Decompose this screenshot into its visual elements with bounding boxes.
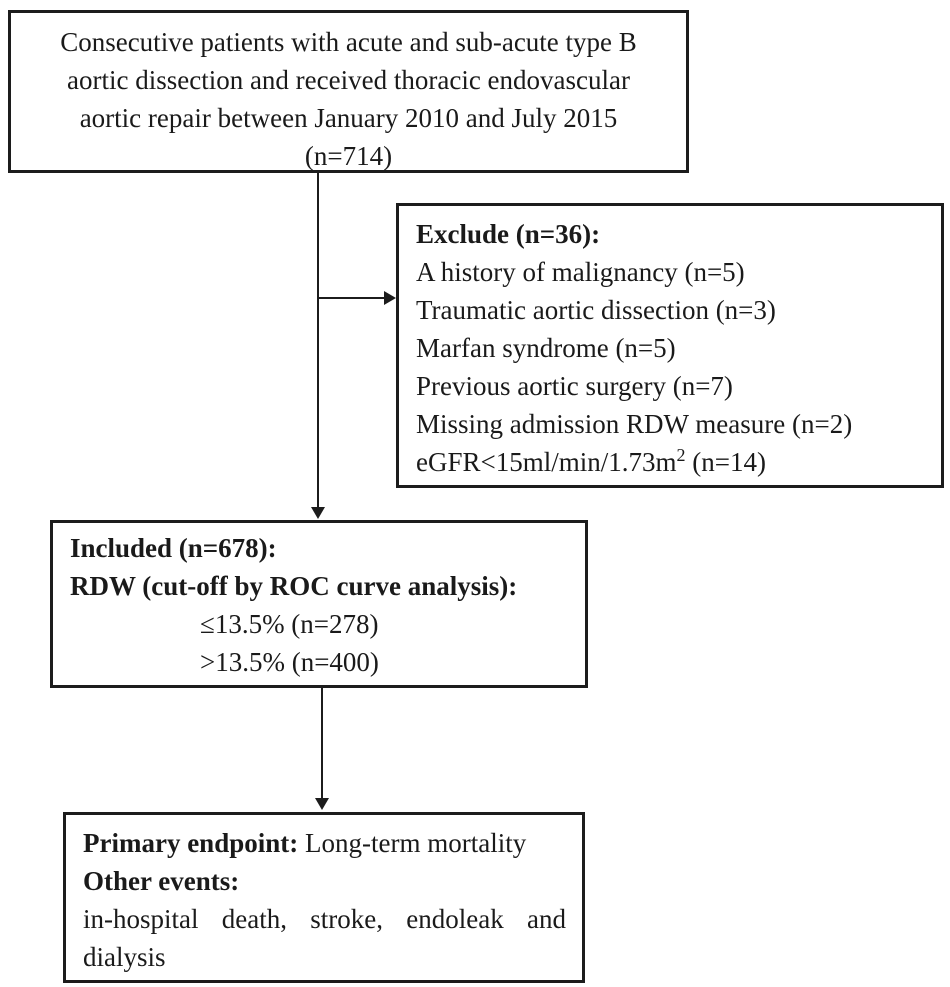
included-rdw-high: >13.5% (n=400): [200, 647, 379, 677]
included-title: Included (n=678):: [70, 533, 277, 563]
arrowhead-down-icon: [311, 507, 325, 519]
other-events-label: Other events:: [83, 866, 240, 896]
primary-endpoint-line: Primary endpoint: Long-term mortality: [83, 824, 566, 862]
exclude-item: Missing admission RDW measure (n=2): [416, 409, 853, 439]
box-consecutive-patients: Consecutive patients with acute and sub-…: [8, 10, 689, 173]
box-exclude: Exclude (n=36): A history of malignancy …: [396, 203, 944, 488]
exclude-item: Previous aortic surgery (n=7): [416, 371, 733, 401]
connector-exclude-branch: [318, 297, 385, 299]
patients-line-2: aortic dissection and received thoracic …: [67, 65, 630, 95]
included-subtitle: RDW (cut-off by ROC curve analysis):: [70, 571, 518, 601]
box-endpoints: Primary endpoint: Long-term mortality Ot…: [63, 812, 585, 983]
arrowhead-down-icon: [315, 798, 329, 810]
egfr-prefix: eGFR<15ml/min/1.73m: [416, 447, 677, 477]
box-included: Included (n=678): RDW (cut-off by ROC cu…: [50, 520, 588, 688]
exclude-item: Marfan syndrome (n=5): [416, 333, 676, 363]
connector-main-vertical: [317, 173, 319, 509]
patients-line-1: Consecutive patients with acute and sub-…: [60, 27, 637, 57]
exclude-item: Traumatic aortic dissection (n=3): [416, 295, 776, 325]
exclude-title: Exclude (n=36):: [416, 219, 601, 249]
egfr-superscript: 2: [676, 445, 686, 465]
exclude-item: A history of malignancy (n=5): [416, 257, 745, 287]
connector-endpoint-vertical: [321, 688, 323, 800]
patients-line-3: aortic repair between January 2010 and J…: [79, 103, 618, 133]
included-rdw-low: ≤13.5% (n=278): [200, 609, 379, 639]
egfr-suffix: (n=14): [685, 447, 766, 477]
arrowhead-right-icon: [384, 291, 396, 305]
patients-line-4: (n=714): [304, 141, 393, 171]
exclude-item-egfr: eGFR<15ml/min/1.73m2 (n=14): [416, 443, 931, 481]
primary-endpoint-label: Primary endpoint:: [83, 828, 299, 858]
primary-endpoint-value: Long-term mortality: [305, 828, 527, 858]
other-events-value: in-hospital death, stroke, endoleak and …: [83, 904, 566, 972]
